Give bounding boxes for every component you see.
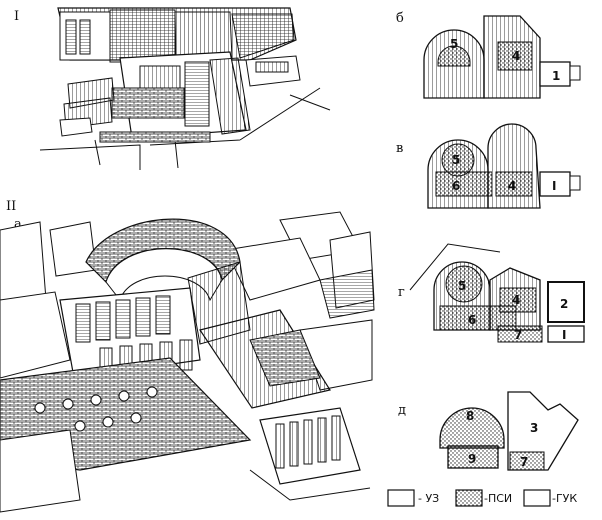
label-sub-a: а [14, 217, 22, 232]
plan-g-room-5: 5 [458, 279, 466, 293]
plan-g-room-4: 4 [512, 293, 520, 307]
aerial-view-bottom: II а [0, 199, 375, 513]
plan-g: г 5 4 2 6 7 I [398, 243, 585, 343]
plan-d-room-7: 7 [520, 455, 528, 469]
plan-b-room-1: 1 [552, 69, 560, 83]
plan-b: б 5 4 1 [396, 11, 581, 99]
plan-g-room-I: I [562, 328, 566, 342]
label-plan-b: б [396, 11, 404, 26]
legend-swatch-guk [523, 489, 551, 507]
legend-label-uz: - УЗ [418, 492, 439, 505]
plan-v-room-6: 6 [452, 179, 460, 193]
label-plan-d: д [398, 403, 406, 418]
plan-v: в 5 6 4 I [396, 123, 581, 209]
legend-swatch-uz [387, 489, 415, 507]
plan-d-room-9: 9 [468, 452, 476, 466]
legend-label-psi: -ПСИ [484, 492, 512, 505]
legend-swatch-psi [455, 489, 483, 507]
plan-b-room-5: 5 [450, 37, 458, 51]
plan-b-room-4: 4 [512, 49, 520, 63]
aerial-view-top: I [14, 7, 331, 170]
plan-d-room-8: 8 [466, 409, 474, 423]
label-top-left: I [14, 9, 19, 24]
plan-g-room-2: 2 [560, 297, 568, 311]
legend: - УЗ -ПСИ -ГУК [387, 489, 577, 507]
label-plan-v: в [396, 141, 403, 156]
plan-g-room-7: 7 [514, 328, 522, 342]
label-plan-g: г [398, 285, 405, 300]
legend-label-guk: -ГУК [552, 492, 577, 505]
label-bottom-left: II [6, 199, 16, 214]
plan-v-room-I: I [552, 179, 556, 193]
plan-v-room-5: 5 [452, 153, 460, 167]
plan-d: д 8 3 9 7 [398, 391, 579, 471]
plan-g-room-6: 6 [468, 313, 476, 327]
plan-v-room-4: 4 [508, 179, 516, 193]
plan-d-room-3: 3 [530, 421, 538, 435]
